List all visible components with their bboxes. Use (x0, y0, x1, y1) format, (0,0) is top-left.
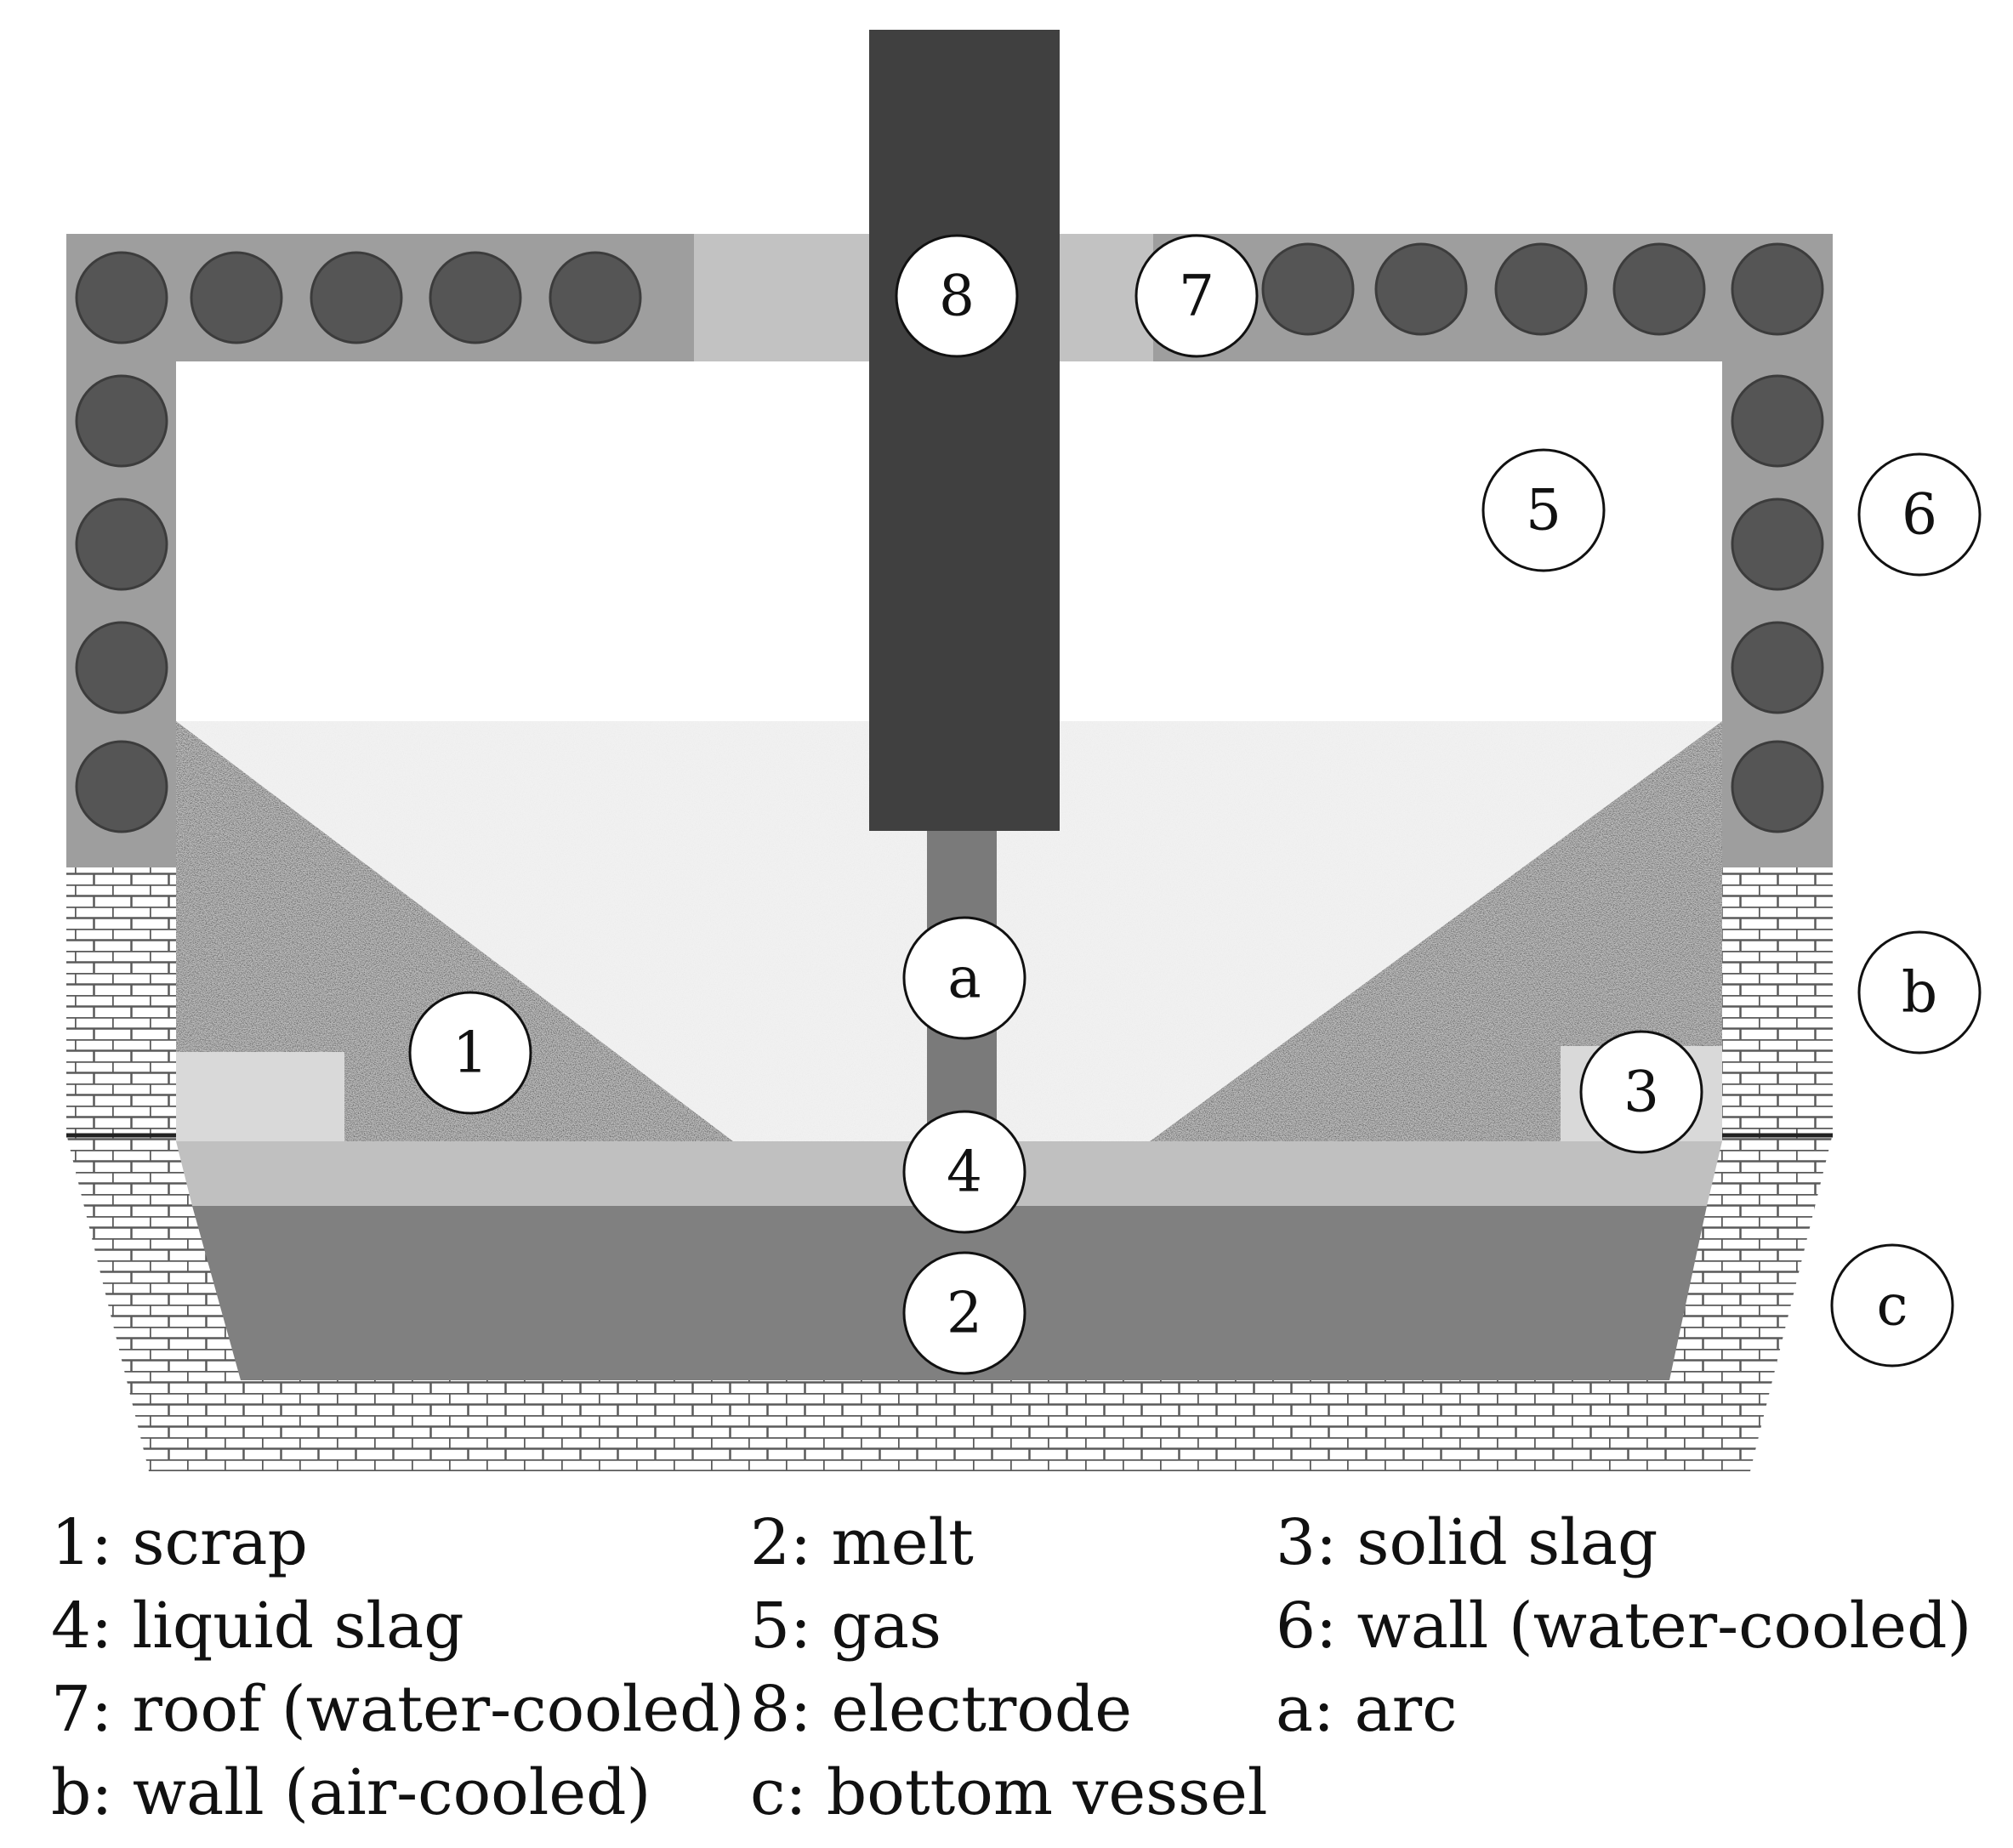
legend-item-a: a: arc (1276, 1673, 1458, 1746)
legend-item-6: 6: wall (water-cooled) (1276, 1589, 1972, 1663)
legend-item-b: b: wall (air-cooled) (51, 1756, 651, 1829)
callout-4-label: 4 (947, 1140, 982, 1205)
legend-item-8: 8: electrode (750, 1673, 1133, 1746)
callout-6: 6 (1857, 452, 1982, 577)
callout-1-label: 1 (452, 1021, 488, 1086)
callout-2: 2 (902, 1251, 1026, 1375)
air-cooled-wall-left (66, 867, 176, 1138)
callout-2-label: 2 (947, 1281, 982, 1346)
cooling-pipes (75, 242, 1824, 833)
callout-8-label: 8 (939, 264, 975, 329)
legend-item-c: c: bottom vessel (750, 1756, 1268, 1829)
solid-slag-left (176, 1052, 344, 1141)
callout-1: 1 (408, 991, 532, 1115)
legend-item-5: 5: gas (750, 1589, 941, 1663)
callout-4: 4 (902, 1110, 1026, 1234)
callout-b: b (1857, 930, 1982, 1055)
legend-item-4: 4: liquid slag (51, 1589, 464, 1663)
callout-8: 8 (895, 234, 1019, 358)
callout-3: 3 (1579, 1030, 1703, 1154)
callout-6-label: 6 (1902, 482, 1937, 548)
legend: 1: scrap 2: melt 3: solid slag 4: liquid… (51, 1501, 1990, 1841)
legend-item-3: 3: solid slag (1276, 1506, 1658, 1579)
callout-7: 7 (1134, 234, 1259, 358)
callout-a: a (902, 916, 1026, 1040)
legend-item-1: 1: scrap (51, 1506, 308, 1579)
legend-item-2: 2: melt (750, 1506, 974, 1579)
callout-3-label: 3 (1623, 1060, 1659, 1125)
callout-c: c (1830, 1243, 1954, 1368)
callout-c-label: c (1877, 1273, 1908, 1339)
legend-item-7: 7: roof (water-cooled) (51, 1673, 745, 1746)
callout-7-label: 7 (1179, 264, 1214, 329)
callout-5-label: 5 (1526, 478, 1561, 543)
electrode (869, 30, 1060, 831)
callout-a-label: a (947, 946, 981, 1011)
air-cooled-wall-right (1722, 867, 1833, 1138)
callout-b-label: b (1902, 960, 1937, 1026)
callout-5: 5 (1481, 448, 1606, 572)
